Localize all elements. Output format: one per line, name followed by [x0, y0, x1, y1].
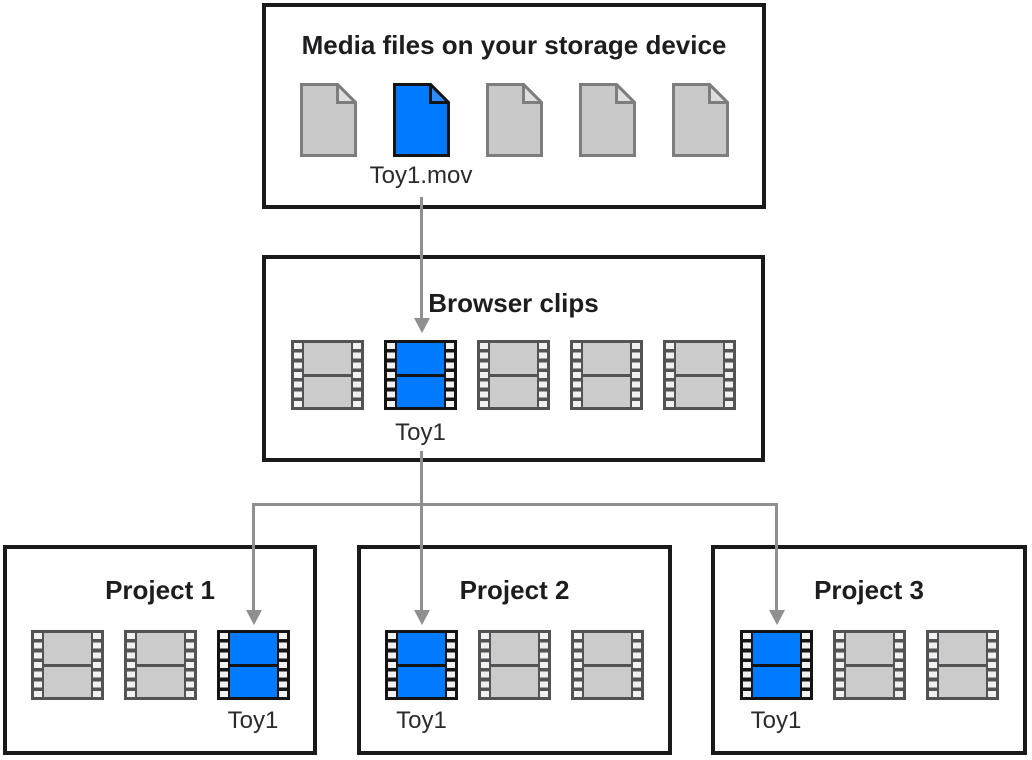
media-file	[671, 83, 729, 157]
project-1-title: Project 1	[105, 575, 215, 605]
project-3-clip-label: Toy1	[750, 707, 802, 734]
project-3-clip-row: Toy1	[715, 630, 1023, 734]
arrow-to-project-1-line	[252, 503, 255, 610]
project-clip	[925, 630, 999, 700]
filmstrip-icon	[478, 630, 551, 700]
storage-device-box: Media files on your storage device Toy1.…	[262, 3, 766, 209]
filmstrip-icon	[477, 340, 550, 410]
media-file	[485, 83, 543, 157]
project-3-box: Project 3 Toy1	[711, 545, 1027, 755]
document-icon	[485, 83, 543, 157]
browser-clip-row: Toy1	[266, 340, 761, 446]
project-2-clip-label: Toy1	[396, 707, 447, 734]
filmstrip-icon	[571, 630, 644, 700]
project-clip-highlighted: Toy1	[739, 630, 813, 734]
project-2-box: Project 2 Toy1	[357, 545, 672, 755]
filmstrip-icon	[123, 630, 197, 700]
browser-clip	[663, 340, 736, 410]
browser-clips-box: Browser clips Toy1	[262, 255, 765, 462]
browser-clip-label: Toy1	[395, 419, 446, 446]
browser-clip	[291, 340, 364, 410]
project-2-clip-row: Toy1	[361, 630, 668, 734]
browser-box-title: Browser clips	[428, 288, 599, 318]
filmstrip-icon	[925, 630, 999, 700]
arrow-file-to-browser-head	[413, 318, 430, 333]
arrow-to-project-3-head	[768, 610, 785, 625]
project-clip	[123, 630, 197, 700]
arrow-to-project-1-head	[245, 610, 262, 625]
arrow-file-to-browser-line	[420, 197, 423, 318]
filmstrip-icon-highlighted	[385, 630, 458, 700]
media-file-highlighted: Toy1.mov	[370, 83, 472, 189]
filmstrip-icon	[570, 340, 643, 410]
project-clip	[478, 630, 551, 700]
arrow-browser-stem-line	[420, 451, 423, 506]
media-file-label: Toy1.mov	[369, 162, 473, 189]
project-clip-highlighted: Toy1	[385, 630, 458, 734]
browser-clip	[570, 340, 643, 410]
media-file	[299, 83, 357, 157]
project-1-clip-label: Toy1	[227, 707, 279, 734]
browser-clip	[477, 340, 550, 410]
filmstrip-icon-highlighted	[384, 340, 457, 410]
arrow-to-project-2-line	[420, 503, 423, 610]
arrow-to-project-3-line	[775, 503, 778, 610]
storage-file-row: Toy1.mov	[266, 83, 762, 189]
project-3-title: Project 3	[814, 575, 924, 605]
project-clip-highlighted: Toy1	[216, 630, 290, 734]
project-1-box: Project 1 Toy1	[3, 545, 317, 755]
storage-box-title: Media files on your storage device	[301, 30, 727, 60]
filmstrip-icon-highlighted	[739, 630, 813, 700]
document-icon	[578, 83, 636, 157]
arrow-branch-horizontal-line	[252, 503, 778, 506]
project-2-title: Project 2	[459, 575, 570, 605]
filmstrip-icon	[832, 630, 906, 700]
filmstrip-icon	[663, 340, 736, 410]
filmstrip-icon	[30, 630, 104, 700]
project-clip	[30, 630, 104, 700]
project-clip	[832, 630, 906, 700]
arrow-to-project-2-head	[413, 610, 430, 625]
document-icon-highlighted	[392, 83, 450, 157]
project-clip	[571, 630, 644, 700]
project-1-clip-row: Toy1	[7, 630, 313, 734]
browser-clip-highlighted: Toy1	[384, 340, 457, 446]
filmstrip-icon	[291, 340, 364, 410]
media-file	[578, 83, 636, 157]
document-icon	[299, 83, 357, 157]
filmstrip-icon-highlighted	[216, 630, 290, 700]
document-icon	[671, 83, 729, 157]
